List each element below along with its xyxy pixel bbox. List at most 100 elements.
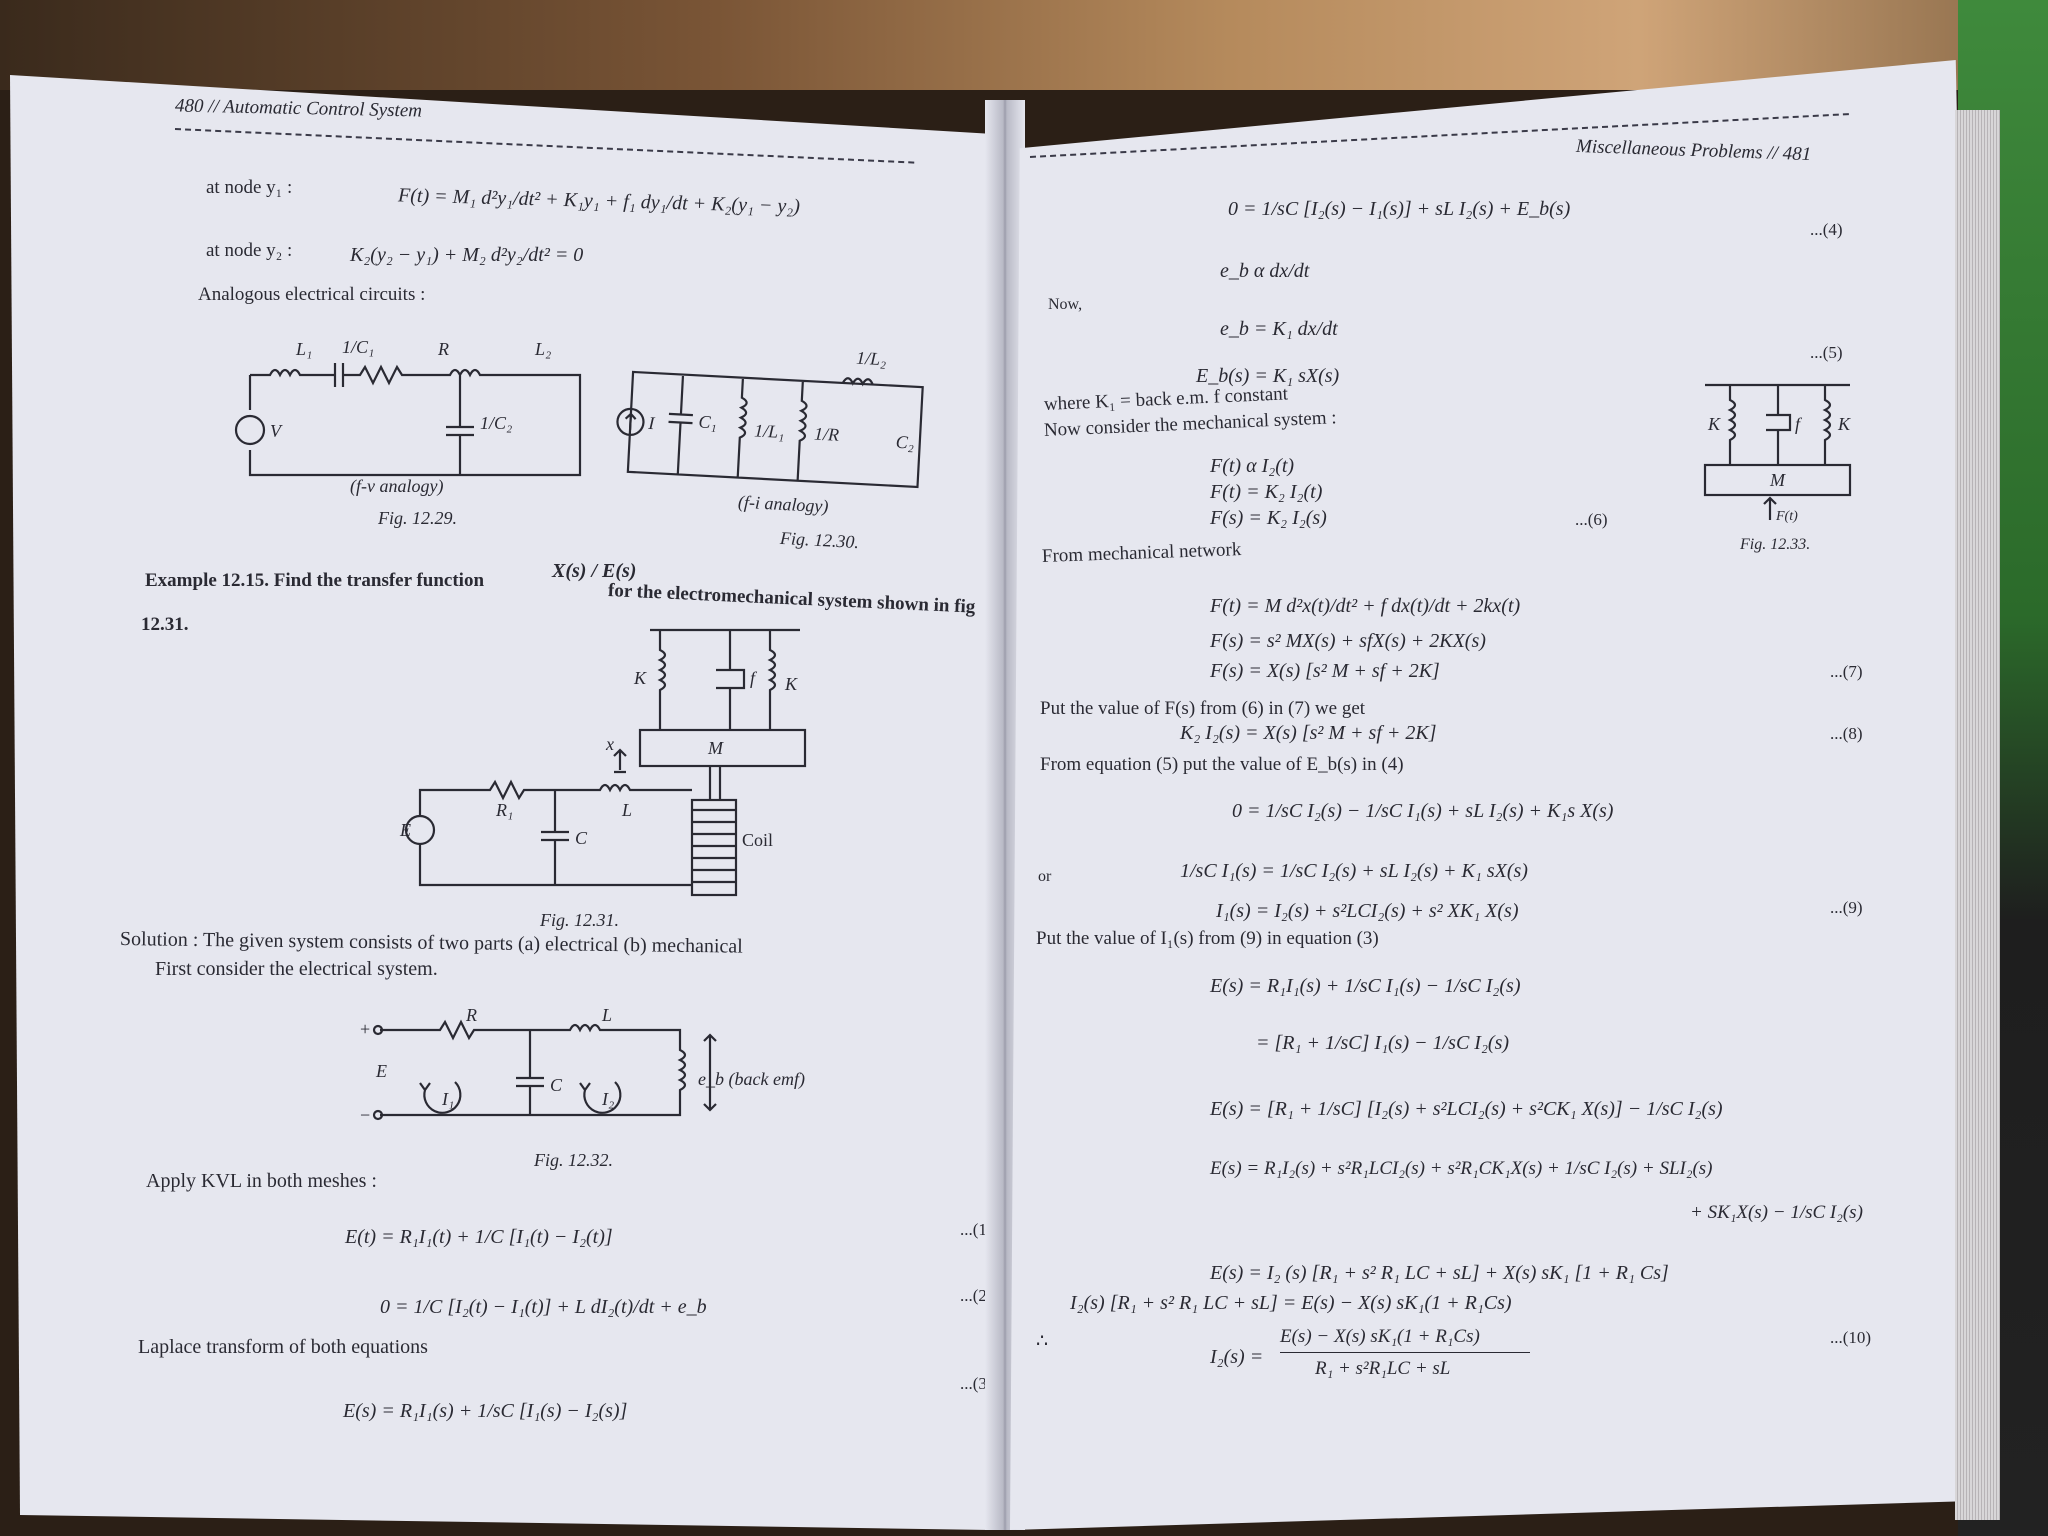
equation-4-number: ...(4) bbox=[1810, 220, 1843, 239]
fig31-coil-label: Coil bbox=[742, 830, 773, 850]
es-equation-2: = [R₁ + 1/sC] I₁(s) − 1/sC I₂(s) bbox=[1256, 1032, 1510, 1054]
example-transfer-function: X(s) / E(s) bbox=[552, 560, 637, 582]
fig-12-33-caption: Fig. 12.33. bbox=[1740, 536, 1811, 553]
from-mech-text: From mechanical network bbox=[1041, 539, 1242, 567]
equation-1: E(t) = R₁I₁(t) + 1/C [I₁(t) − I₂(t)] bbox=[345, 1226, 613, 1248]
page-edges bbox=[1955, 110, 2000, 1520]
example-title: Example 12.15. Find the transfer functio… bbox=[145, 570, 485, 591]
es-equation-7: I₂(s) [R₁ + s² R₁ LC + sL] = E(s) − X(s)… bbox=[1070, 1292, 1512, 1314]
es-equation-6: E(s) = I₂ (s) [R₁ + s² R₁ LC + sL] + X(s… bbox=[1210, 1262, 1669, 1284]
es-equation-1: E(s) = R₁I₁(s) + 1/sC I₁(s) − 1/sC I₂(s) bbox=[1210, 975, 1521, 997]
page-header: Miscellaneous Problems // 481 bbox=[1575, 135, 1812, 166]
equation-2: 0 = 1/C [I₂(t) − I₁(t)] + L dI₂(t)/dt + … bbox=[380, 1296, 707, 1318]
fi-l2-label: 1/L₂ bbox=[856, 348, 887, 370]
fig31-m-label: M bbox=[707, 738, 724, 758]
fv-c1-label: 1/C₁ bbox=[342, 337, 374, 357]
fv-r-label: R bbox=[437, 339, 449, 359]
fi-analogy-circuit: I C₁ 1/L₁ 1/R 1/L₂ C₂ bbox=[616, 348, 924, 489]
es-equation-4: E(s) = R₁I₂(s) + s²R₁LCI₂(s) + s²R₁CK₁X(… bbox=[1210, 1158, 1713, 1179]
kvl-text: Apply KVL in both meshes : bbox=[146, 1170, 377, 1192]
put-6-7-text: Put the value of F(s) from (6) in (7) we… bbox=[1040, 698, 1366, 719]
eb-proportional: e_b α dx/dt bbox=[1220, 260, 1310, 282]
node-y1-equation: F(t) = M₁ d²y₁/dt² + K₁y₁ + f₁ dy₁/dt + … bbox=[397, 184, 801, 218]
fig31-c-label: C bbox=[575, 828, 588, 848]
fv-l2-label: L₂ bbox=[534, 339, 551, 359]
node-y2-equation: K₂(y₂ − y₁) + M₂ d²y₂/dt² = 0 bbox=[350, 244, 584, 266]
fig32-plus-label: + bbox=[360, 1019, 370, 1039]
fig32-minus-label: − bbox=[360, 1105, 370, 1125]
fig32-l-label: L bbox=[601, 1005, 612, 1025]
fig31-l-label: L bbox=[621, 800, 632, 820]
fig31-k1-label: K bbox=[633, 668, 647, 688]
i2-numerator: E(s) − X(s) sK₁(1 + R₁Cs) bbox=[1280, 1326, 1480, 1347]
i2-fraction-bar bbox=[1280, 1352, 1530, 1353]
node-y1-label: at node y₁ : bbox=[206, 177, 293, 198]
es-equation-5: + SK₁X(s) − 1/sC I₂(s) bbox=[1690, 1202, 1863, 1223]
now-text: Now, bbox=[1048, 296, 1083, 313]
header-rule bbox=[174, 128, 915, 164]
es-equation-3: E(s) = [R₁ + 1/sC] [I₂(s) + s²LCI₂(s) + … bbox=[1210, 1098, 1723, 1120]
solution-line-1: Solution : The given system consists of … bbox=[119, 928, 743, 958]
fig31-x-label: x bbox=[605, 734, 614, 754]
fv-caption: (f-v analogy) bbox=[350, 476, 444, 496]
f-proportional: F(t) α I₂(t) bbox=[1210, 455, 1295, 477]
fig31-f-label: f bbox=[750, 668, 758, 688]
fv-analogy-circuit: L₁ 1/C₁ R L₂ 1/C₂ V bbox=[234, 337, 582, 477]
from-5-text: From equation (5) put the value of E_b(s… bbox=[1040, 754, 1404, 775]
fig32-c-label: C bbox=[550, 1075, 563, 1095]
fi-c1-label: C₁ bbox=[698, 411, 717, 432]
mech-equation-2: F(s) = s² MX(s) + sfX(s) + 2KX(s) bbox=[1210, 630, 1486, 652]
fi-i-label: I bbox=[647, 413, 656, 433]
fig31-e-label: E bbox=[399, 820, 411, 840]
mech-equation-1: F(t) = M d²x(t)/dt² + f dx(t)/dt + 2kx(t… bbox=[1210, 595, 1521, 617]
fig-12-33-diagram: K f K M F(t) bbox=[1703, 383, 1852, 524]
fv-v-label: V bbox=[270, 421, 283, 441]
eb-equation: e_b = K₁ dx/dt bbox=[1220, 318, 1338, 340]
equation-9-number: ...(9) bbox=[1830, 898, 1863, 917]
fi-caption: (f-i analogy) bbox=[737, 491, 829, 517]
fig-12-31-diagram: K f K M x R₁ L C E Coil bbox=[399, 628, 807, 897]
example-rest: for the electromechanical system shown i… bbox=[607, 580, 976, 618]
wooden-desk-background bbox=[0, 0, 2048, 90]
page-header: 480 // Automatic Control System bbox=[174, 95, 423, 122]
fv-l1-label: L₁ bbox=[295, 339, 312, 359]
fig32-eb-label: e_b (back emf) bbox=[698, 1069, 805, 1090]
fig-12-32-caption: Fig. 12.32. bbox=[534, 1150, 613, 1170]
fig32-e-label: E bbox=[375, 1061, 387, 1081]
put-9-3-text: Put the value of I₁(s) from (9) in equat… bbox=[1036, 928, 1379, 949]
equation-5-number: ...(5) bbox=[1810, 343, 1843, 362]
equation-4: 0 = 1/sC [I₂(s) − I₁(s)] + sL I₂(s) + E_… bbox=[1228, 198, 1571, 220]
equation-1-number: ...(1) bbox=[960, 1220, 993, 1239]
fi-r-label: 1/R bbox=[814, 424, 840, 445]
fig33-f-label: f bbox=[1795, 414, 1803, 434]
equation-3: E(s) = R₁I₁(s) + 1/sC [I₁(s) − I₂(s)] bbox=[343, 1400, 628, 1422]
equation-6-number: ...(6) bbox=[1575, 510, 1608, 529]
Eb-s-equation: E_b(s) = K₁ sX(s) bbox=[1196, 365, 1340, 387]
fig31-r1-label: R₁ bbox=[495, 800, 513, 820]
substituted-equation-1: 0 = 1/sC I₂(s) − 1/sC I₁(s) + sL I₂(s) +… bbox=[1232, 800, 1614, 822]
fig32-r-label: R bbox=[465, 1005, 477, 1025]
fig32-i2-label: I₂ bbox=[601, 1089, 614, 1109]
left-page: 480 // Automatic Control System at node … bbox=[10, 75, 1010, 1530]
fig-12-29-caption: Fig. 12.29. bbox=[378, 508, 457, 528]
equation-7-number: ...(7) bbox=[1830, 662, 1863, 681]
fig-12-31-caption: Fig. 12.31. bbox=[540, 910, 619, 930]
fig33-k1-label: K bbox=[1707, 414, 1721, 434]
fig33-f-force-label: F(t) bbox=[1775, 509, 1798, 524]
fs-equation: F(s) = K₂ I₂(s) bbox=[1210, 507, 1327, 529]
solution-line-2: First consider the electrical system. bbox=[155, 958, 438, 980]
right-page: Miscellaneous Problems // 481 0 = 1/sC [… bbox=[1010, 60, 1985, 1530]
mech-equation-3: F(s) = X(s) [s² M + sf + 2K] bbox=[1210, 660, 1440, 682]
f-equation: F(t) = K₂ I₂(t) bbox=[1210, 481, 1323, 503]
fig31-k2-label: K bbox=[784, 674, 798, 694]
equation-3-number: ...(3) bbox=[960, 1374, 993, 1393]
equation-9: I₁(s) = I₂(s) + s²LCI₂(s) + s² XK₁ X(s) bbox=[1216, 900, 1519, 922]
equation-2-number: ...(2) bbox=[960, 1286, 993, 1305]
equation-8: K₂ I₂(s) = X(s) [s² M + sf + 2K] bbox=[1180, 722, 1437, 744]
fig33-k2-label: K bbox=[1837, 414, 1851, 434]
equation-10-number: ...(10) bbox=[1830, 1328, 1872, 1347]
example-ref: 12.31. bbox=[141, 614, 189, 635]
substituted-equation-2: 1/sC I₁(s) = 1/sC I₂(s) + sL I₂(s) + K₁ … bbox=[1180, 860, 1528, 882]
equation-8-number: ...(8) bbox=[1830, 724, 1863, 743]
i2-lhs: I₂(s) = bbox=[1210, 1346, 1264, 1368]
